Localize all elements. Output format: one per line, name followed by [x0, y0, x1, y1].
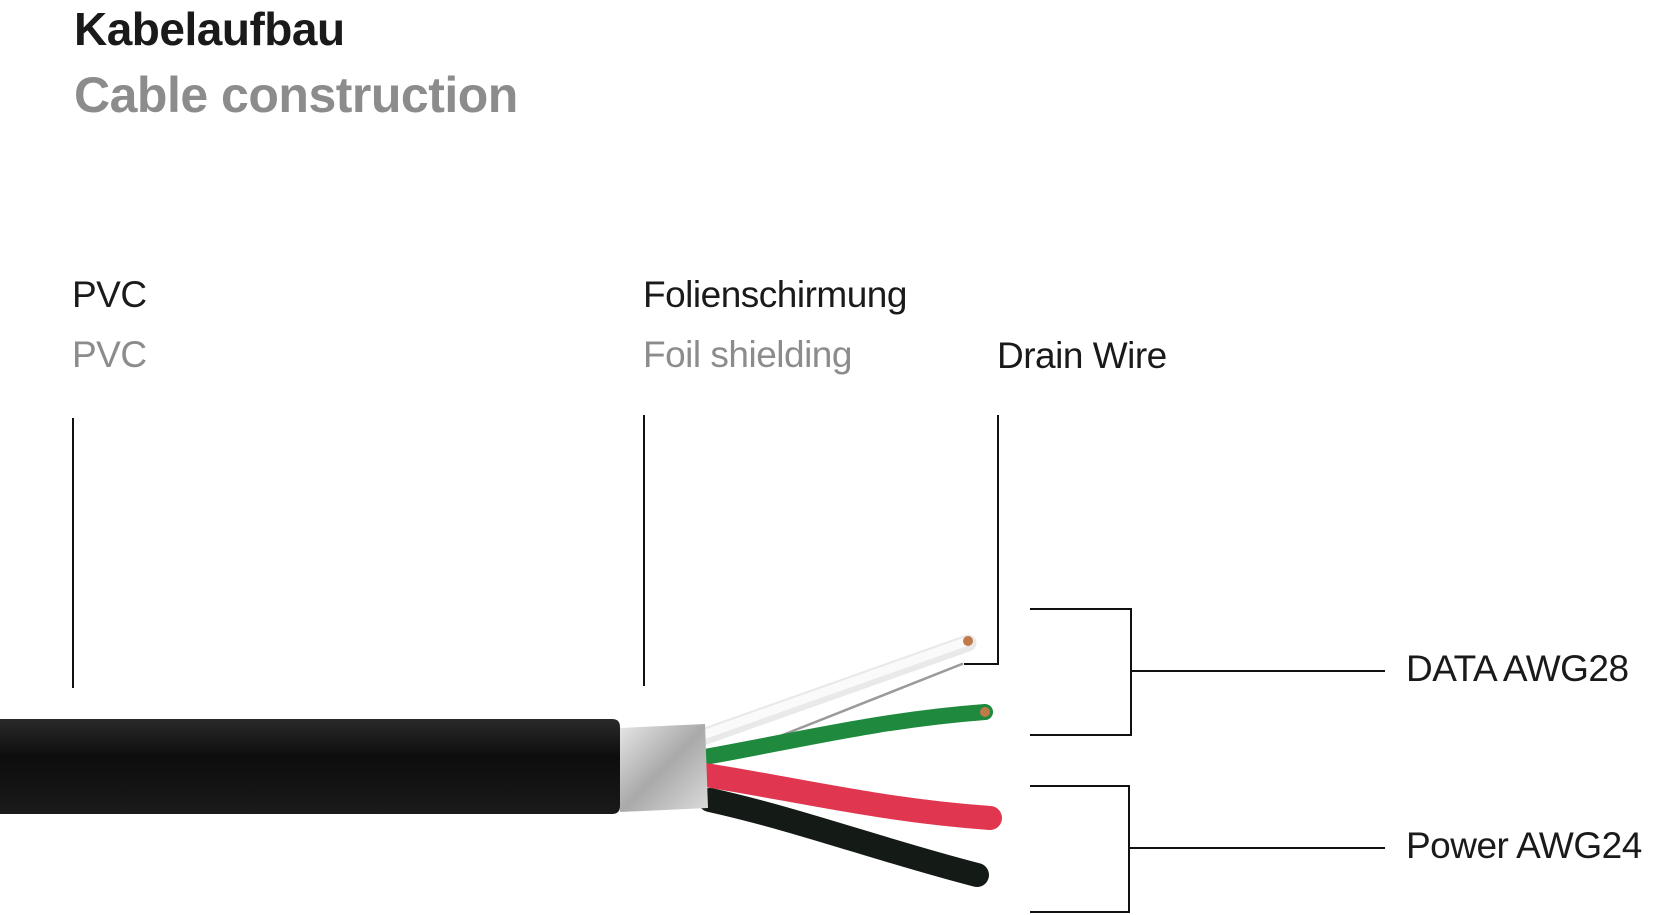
green-wire-copper-tip: [980, 707, 990, 717]
white-wire-copper-tip: [963, 636, 973, 646]
pvc-label-en: PVC: [72, 334, 147, 375]
power-awg24-label: Power AWG24: [1406, 825, 1642, 866]
black-wire: [698, 788, 989, 887]
foil-label-de: Folienschirmung: [643, 274, 907, 315]
foil-label-en: Foil shielding: [643, 334, 852, 375]
wires: [691, 634, 1002, 887]
green-wire: [697, 704, 993, 765]
pvc-label-de: PVC: [72, 274, 147, 315]
title-english: Cable construction: [74, 67, 518, 123]
foil-shielding: [620, 724, 708, 812]
drain-leader-line: [964, 415, 999, 665]
data-bracket: [1030, 608, 1132, 736]
drain-wire-label: Drain Wire: [997, 335, 1167, 376]
pvc-jacket: [0, 719, 620, 814]
red-wire: [693, 763, 1002, 830]
power-bracket: [1030, 785, 1130, 913]
drain-wire: [768, 662, 964, 742]
title-german: Kabelaufbau: [74, 3, 345, 55]
data-awg28-label: DATA AWG28: [1406, 648, 1629, 689]
